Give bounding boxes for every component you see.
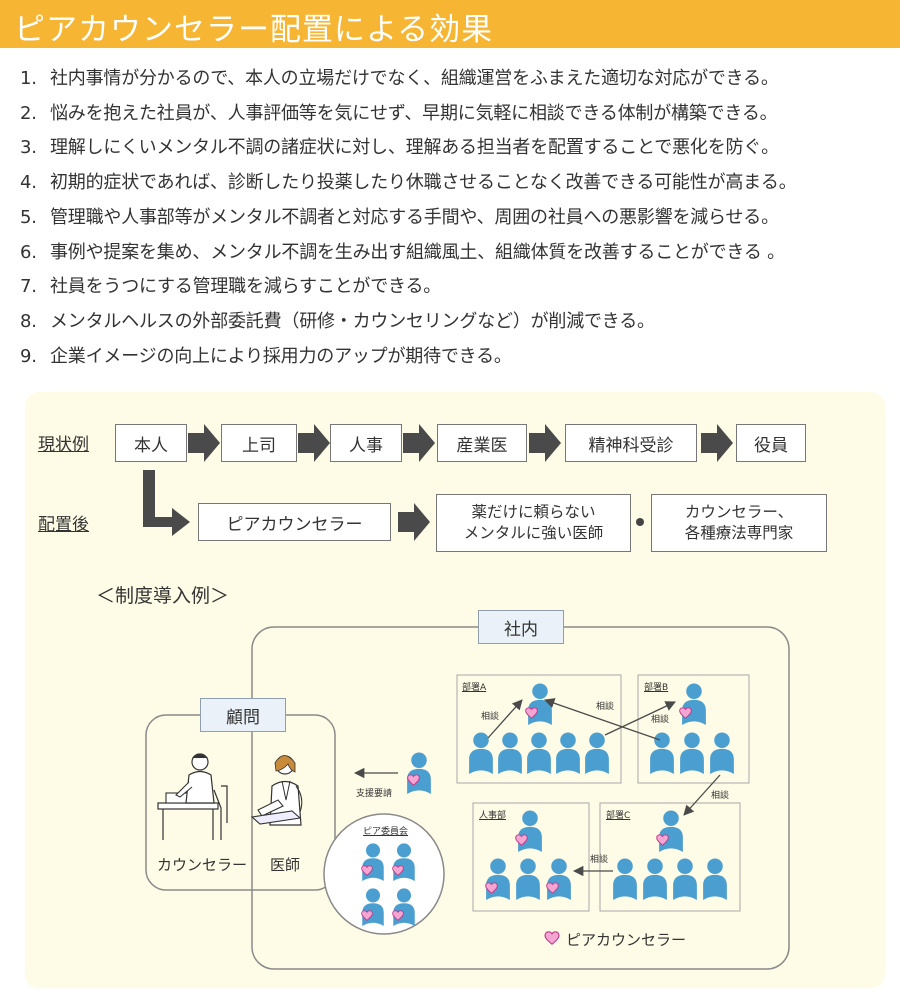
company-tag: 社内 — [478, 610, 564, 644]
separator-dot — [636, 518, 644, 526]
current-label: 現状例 — [38, 435, 89, 455]
consult-label: 相談 — [596, 702, 615, 712]
dept-c-label: 部署C — [606, 811, 631, 821]
list-item: 6.事例や提案を集め、メンタル不調を生み出す組織風土、組織体質を改善することがで… — [20, 241, 785, 263]
flow-step-boss: 上司 — [221, 424, 297, 462]
consult-label: 相談 — [711, 791, 730, 801]
dept-a-label: 部署A — [462, 683, 487, 693]
advisor-tag: 顧問 — [200, 698, 286, 732]
flow-step-self: 本人 — [115, 424, 187, 462]
chevron-arrow-icon — [298, 424, 330, 462]
doctor-caption: 医師 — [270, 856, 301, 874]
after-label: 配置後 — [38, 515, 89, 535]
chevron-arrow-icon — [398, 503, 430, 541]
list-item: 8.メンタルヘルスの外部委託費（研修・カウンセリングなど）が削減できる。 — [20, 310, 655, 332]
consult-label: 相談 — [481, 712, 500, 722]
list-item: 3.理解しにくいメンタル不調の諸症状に対し、理解ある担当者を配置することで悪化を… — [20, 137, 779, 159]
flow-step-executive: 役員 — [736, 424, 806, 462]
list-item: 5.管理職や人事部等がメンタル不調者と対応する手間や、周囲の社員への悪影響を減ら… — [20, 206, 779, 228]
effects-list: 1.社内事情が分かるので、本人の立場だけでなく、組織運営をふまえた適切な対応がで… — [20, 62, 797, 374]
list-item: 1.社内事情が分かるので、本人の立場だけでなく、組織運営をふまえた適切な対応がで… — [20, 68, 779, 89]
chevron-arrow-icon — [403, 424, 435, 462]
chevron-arrow-icon — [701, 424, 733, 462]
flow-step-doctor: 薬だけに頼らない メンタルに強い医師 — [436, 494, 631, 552]
system-heading: ＜制度導入例＞ — [96, 585, 230, 607]
flow-step-occupational-doctor: 産業医 — [437, 424, 527, 462]
page-title: ピアカウンセラー配置による効果 — [14, 12, 494, 48]
flow-step-psychiatry: 精神科受診 — [565, 424, 697, 462]
list-item: 9.企業イメージの向上により採用力のアップが期待できる。 — [20, 345, 512, 367]
consult-label: 相談 — [651, 715, 670, 725]
chevron-arrow-icon — [188, 424, 220, 462]
consult-label: 相談 — [590, 855, 609, 865]
chevron-arrow-icon — [529, 424, 561, 462]
list-item: 4.初期的症状であれば、診断したり投薬したり休職させることなく改善できる可能性が… — [20, 172, 797, 194]
flow-step-specialists: カウンセラー、 各種療法専門家 — [651, 494, 827, 552]
support-request-label: 支援要請 — [356, 789, 393, 799]
dept-b-label: 部署B — [644, 683, 669, 693]
committee-label: ピア委員会 — [363, 827, 409, 837]
flow-step-hr: 人事 — [330, 424, 402, 462]
flow-step-peer-counselor: ピアカウンセラー — [198, 503, 391, 541]
counselor-caption: カウンセラー — [157, 856, 248, 874]
legend-label: ピアカウンセラー — [566, 931, 687, 949]
title-banner: ピアカウンセラー配置による効果 — [0, 0, 900, 48]
diagram-panel — [25, 392, 885, 988]
list-item: 7.社員をうつにする管理職を減らすことができる。 — [20, 276, 442, 298]
list-item: 2.悩みを抱えた社員が、人事評価等を気にせず、早期に気軽に相談できる体制が構築で… — [20, 102, 778, 124]
hr-label: 人事部 — [479, 811, 507, 821]
